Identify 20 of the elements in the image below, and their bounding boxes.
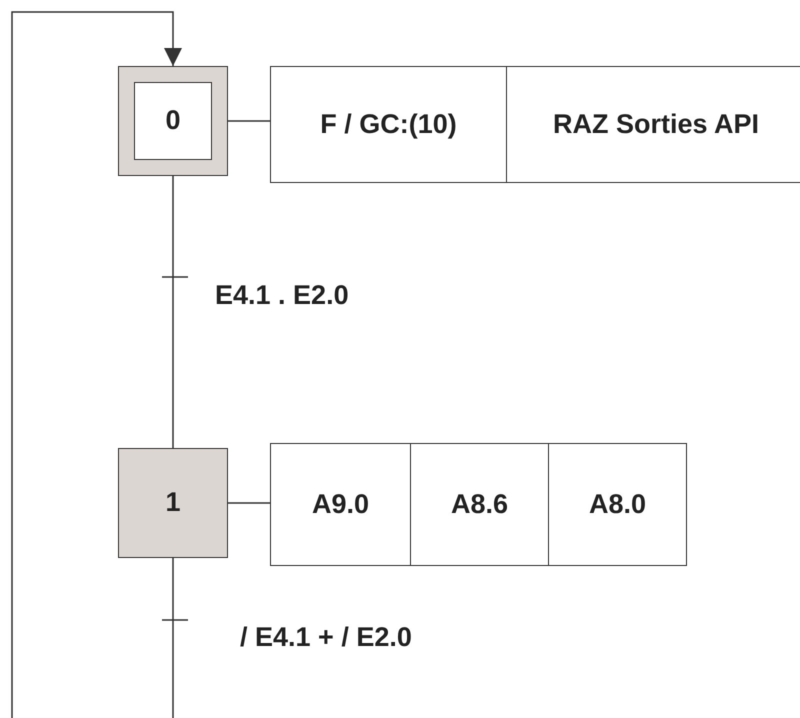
action-box — [548, 443, 687, 566]
action-box — [270, 66, 507, 183]
connector-line — [228, 120, 270, 122]
step-box — [118, 448, 228, 558]
initial-step-box — [118, 66, 228, 176]
transition-condition: / E4.1 + / E2.0 — [240, 622, 412, 653]
action-box — [270, 443, 411, 566]
arrow — [11, 11, 182, 718]
connector-line — [172, 176, 174, 448]
connector-line — [228, 502, 270, 504]
transition-condition: E4.1 . E2.0 — [215, 280, 349, 311]
step-number: 0 — [165, 105, 181, 137]
action-text: A8.6 — [450, 488, 508, 520]
action-text: RAZ Sorties API — [552, 108, 760, 140]
action-text: A9.0 — [312, 488, 370, 520]
action-text: A8.0 — [588, 488, 646, 520]
action-text: F / GC:(10) — [320, 108, 457, 140]
action-box — [410, 443, 549, 566]
action-box — [506, 66, 800, 183]
step-number: 1 — [165, 487, 181, 519]
